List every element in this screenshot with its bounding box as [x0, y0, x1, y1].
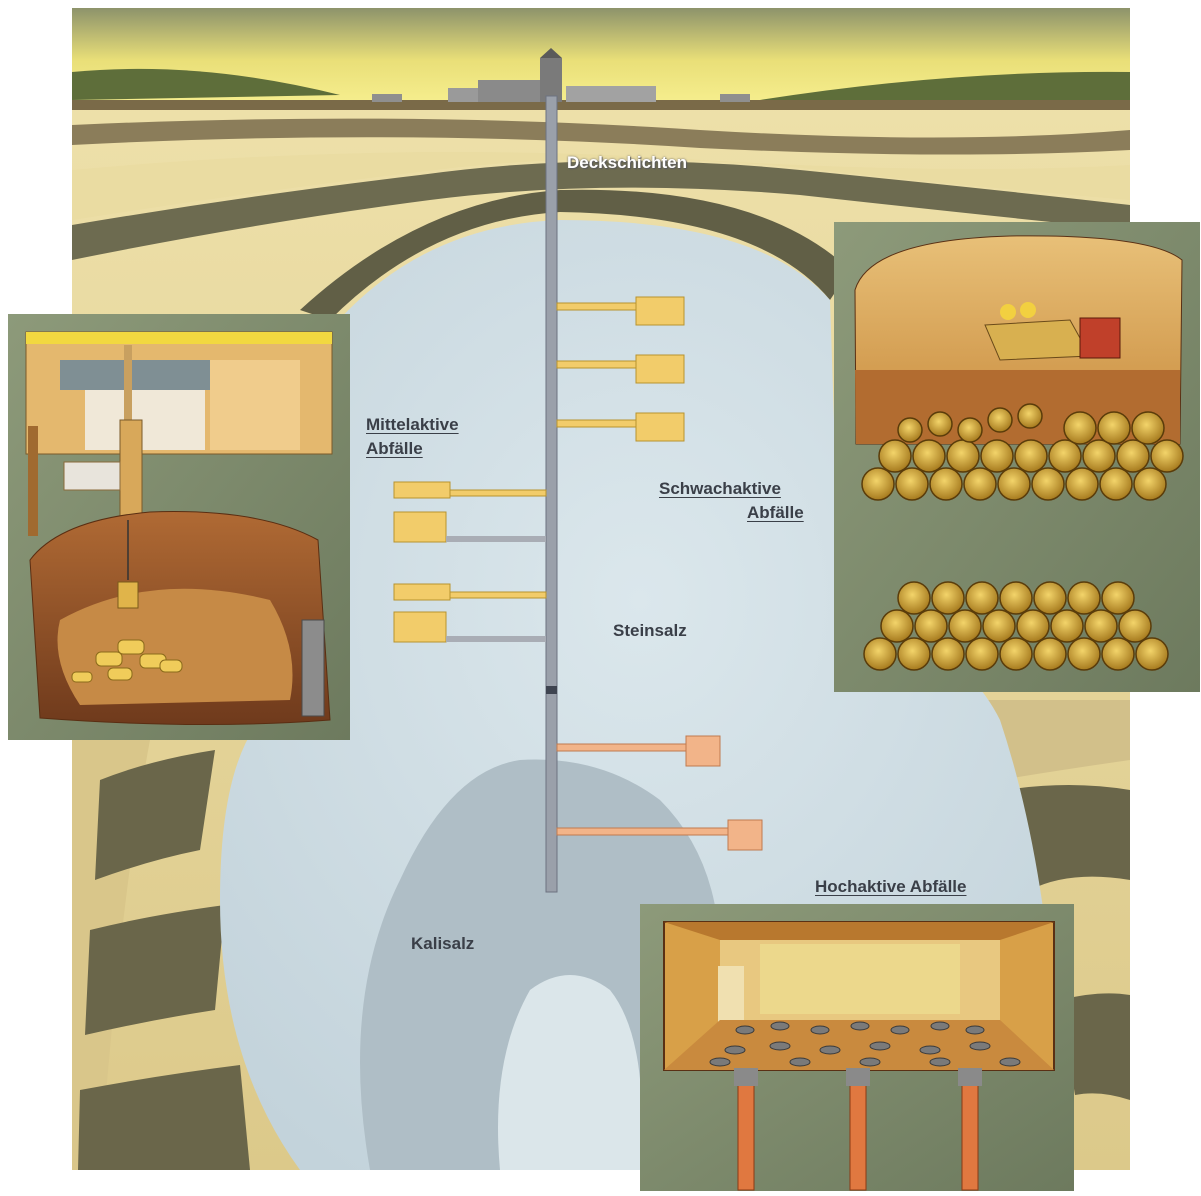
inset-schwachaktive: [834, 222, 1200, 692]
inset-mittelaktive: [8, 314, 350, 740]
shaft: [546, 96, 557, 892]
label-mittelaktive-line2: Abfälle: [366, 438, 423, 459]
barrel-icon: [118, 582, 138, 608]
label-steinsalz: Steinsalz: [613, 620, 687, 641]
label-schwachaktive-line1: Schwachaktive: [659, 478, 781, 499]
label-deckschichten: Deckschichten: [567, 152, 687, 173]
label-kalisalz: Kalisalz: [411, 933, 474, 954]
label-mittelaktive-line1: Mittelaktive: [366, 414, 459, 435]
label-hochaktive: Hochaktive Abfälle: [815, 876, 966, 897]
barrel-stack-upper: [862, 404, 1183, 500]
inset-hochaktive: [640, 904, 1074, 1191]
label-schwachaktive-line2: Abfälle: [747, 502, 804, 523]
